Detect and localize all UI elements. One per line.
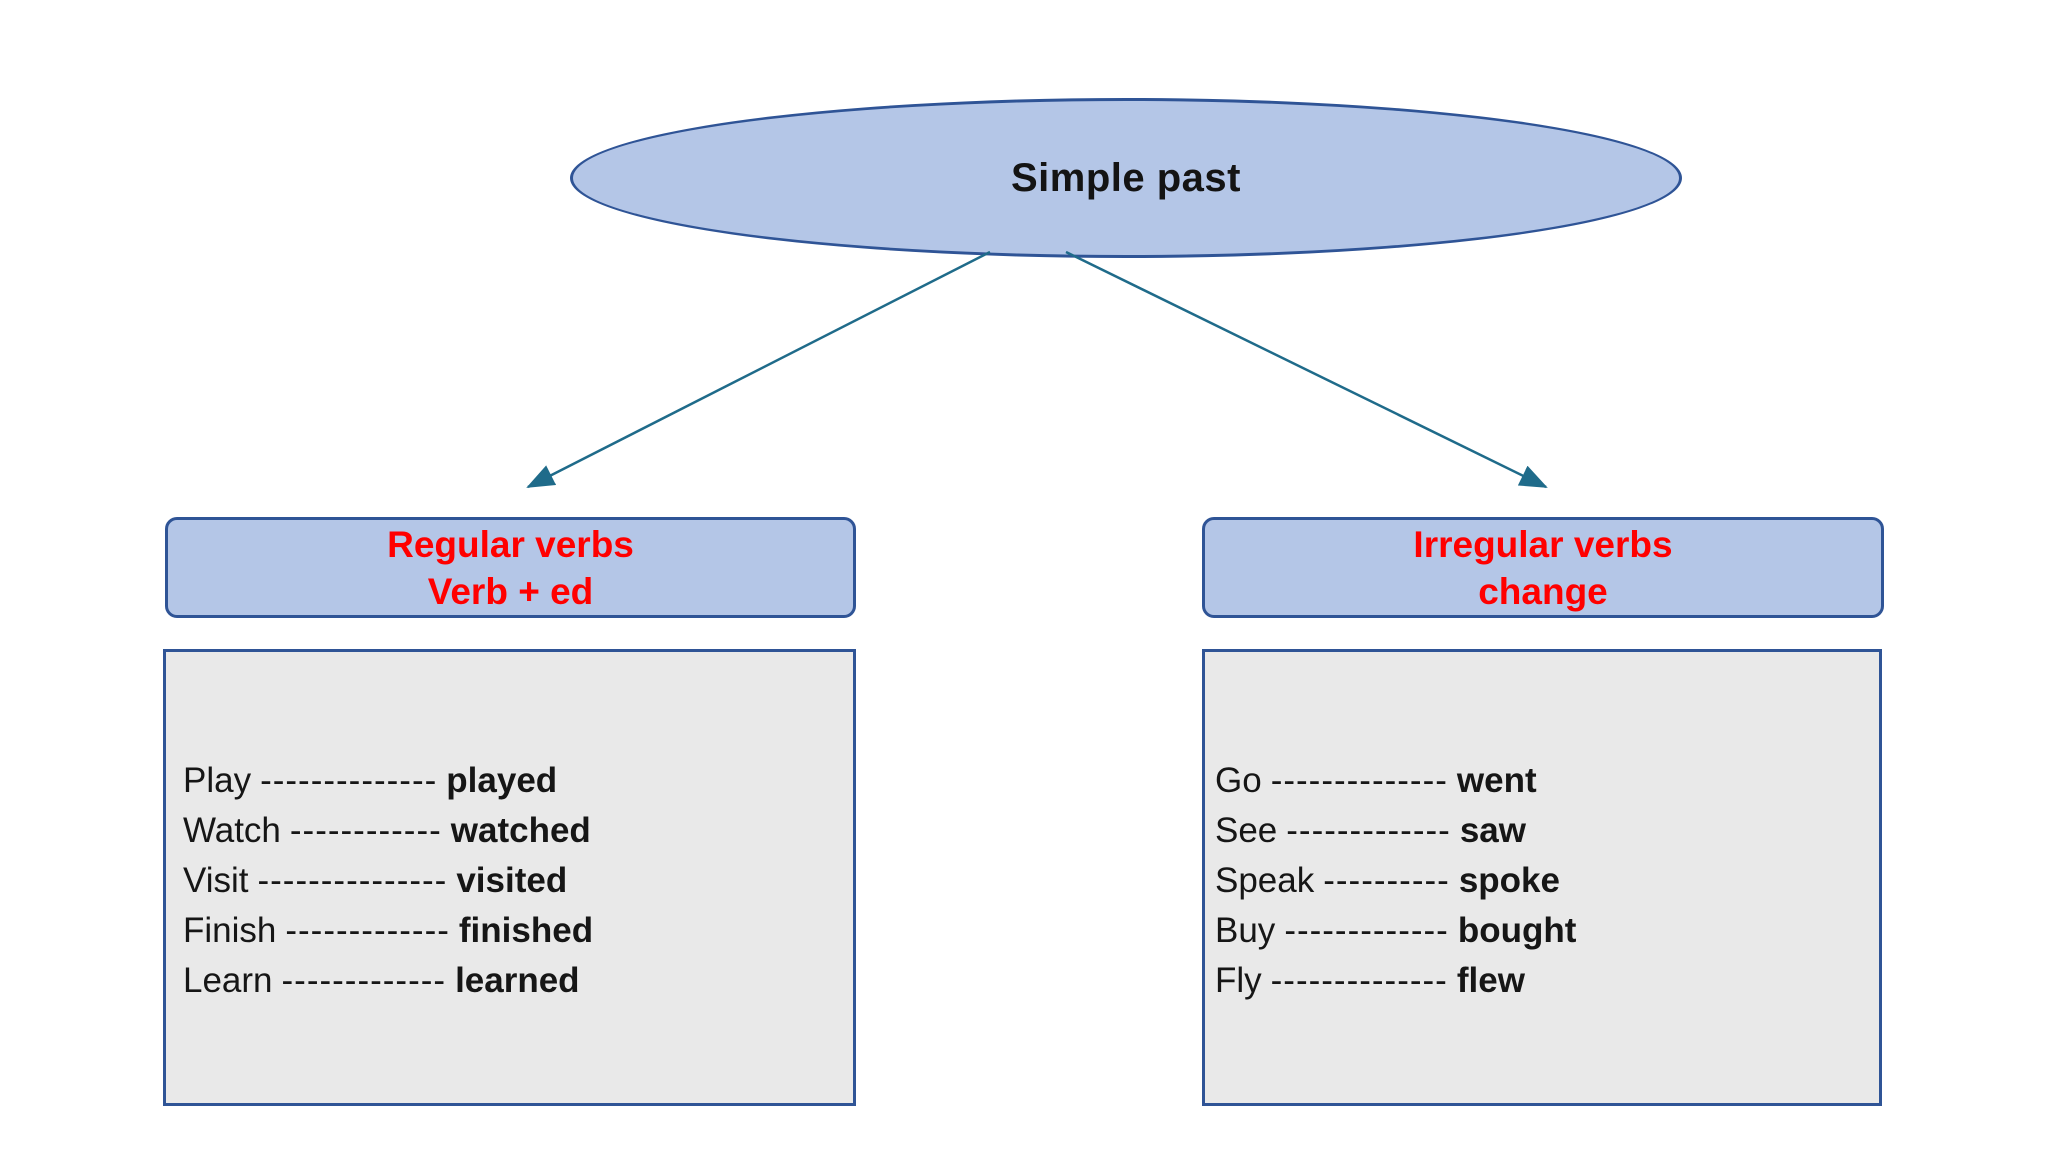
past-verb: spoke (1458, 861, 1560, 900)
base-verb: Learn (183, 961, 273, 1000)
verb-pair-row: Go--------------went (1215, 756, 1576, 806)
dash-separator: ------------- (285, 911, 450, 950)
dash-separator: ------------- (281, 961, 447, 1000)
past-verb: went (1456, 761, 1537, 800)
irregular-verbs-header: Irregular verbs change (1202, 517, 1884, 618)
past-verb: learned (455, 961, 580, 1000)
past-verb: visited (456, 861, 568, 900)
root-node-ellipse: Simple past (570, 98, 1682, 258)
regular-verbs-header: Regular verbs Verb + ed (165, 517, 856, 618)
verb-pair-row: Play--------------played (183, 756, 593, 806)
verb-pair-row: Watch------------watched (183, 806, 593, 856)
irregular-verbs-header-line2: change (1478, 570, 1608, 612)
verb-pair-row: Buy-------------bought (1215, 906, 1576, 956)
dash-separator: -------------- (1270, 761, 1448, 800)
dash-separator: ------------ (289, 811, 442, 850)
verb-pair-row: See-------------saw (1215, 806, 1576, 856)
dash-separator: -------------- (260, 761, 438, 800)
regular-verbs-header-line1: Regular verbs (387, 523, 634, 565)
verb-pair-row: Visit---------------visited (183, 856, 593, 906)
past-verb: saw (1459, 811, 1526, 850)
irregular-verbs-panel: Go--------------went See-------------saw… (1202, 649, 1882, 1106)
base-verb: Buy (1215, 911, 1276, 950)
base-verb: Fly (1215, 961, 1262, 1000)
dash-separator: -------------- (1270, 961, 1448, 1000)
past-verb: flew (1456, 961, 1525, 1000)
dash-separator: --------------- (257, 861, 448, 900)
dash-separator: ------------- (1286, 811, 1451, 850)
irregular-verbs-list: Go--------------went See-------------saw… (1215, 756, 1576, 1006)
past-verb: played (446, 761, 558, 800)
base-verb: Play (183, 761, 252, 800)
base-verb: Speak (1215, 861, 1315, 900)
verb-pair-row: Fly--------------flew (1215, 956, 1576, 1006)
regular-verbs-list: Play--------------played Watch----------… (183, 756, 593, 1006)
base-verb: Visit (183, 861, 249, 900)
base-verb: See (1215, 811, 1278, 850)
past-verb: finished (458, 911, 594, 950)
verb-pair-row: Learn-------------learned (183, 956, 593, 1006)
base-verb: Watch (183, 811, 281, 850)
regular-verbs-panel: Play--------------played Watch----------… (163, 649, 856, 1106)
root-node-label: Simple past (1010, 155, 1241, 200)
arrow-to-regular-verbs (526, 250, 991, 489)
irregular-verbs-header-line1: Irregular verbs (1413, 523, 1673, 565)
regular-verbs-header-line2: Verb + ed (427, 570, 594, 612)
arrow-to-irregular-verbs (1065, 250, 1548, 489)
dash-separator: ---------- (1323, 861, 1450, 900)
past-verb: watched (450, 811, 591, 850)
base-verb: Go (1215, 761, 1262, 800)
dash-separator: ------------- (1284, 911, 1449, 950)
past-verb: bought (1457, 911, 1577, 950)
verb-pair-row: Speak----------spoke (1215, 856, 1576, 906)
base-verb: Finish (183, 911, 277, 950)
verb-pair-row: Finish-------------finished (183, 906, 593, 956)
